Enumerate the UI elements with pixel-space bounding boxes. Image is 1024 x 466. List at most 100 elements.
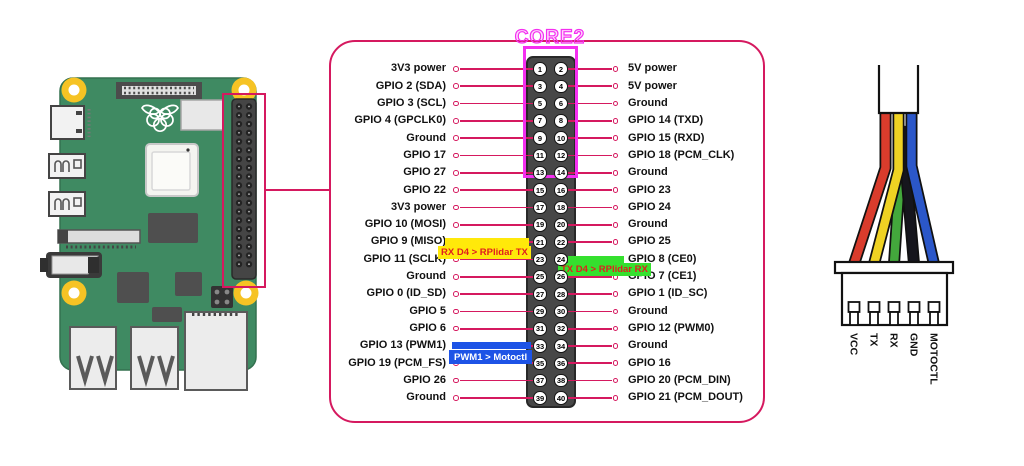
pin-label-right: 5V power [628,79,677,92]
pin-number: 22 [554,235,568,249]
mounting-hole [231,77,257,103]
leader-line [568,275,612,278]
pin-number: 21 [533,235,547,249]
pin-number: 16 [554,183,568,198]
pin-number: 32 [554,321,568,336]
leader-dot [453,308,459,315]
usb-port [130,326,179,390]
leader-dot [453,325,459,332]
leader-line [460,189,534,192]
poe-header [211,286,233,308]
jst-connector-illustration: VCC TX RX GND MOTOCTL [833,65,955,385]
wire-red [848,110,892,266]
pin-label-right: Ground [628,166,668,179]
leader-line [460,85,534,88]
pin-number: 25 [533,270,547,284]
pin-number: 39 [533,391,547,405]
annotation-bar-pwm [452,341,531,349]
leader-line [568,154,612,157]
core2-title: CORE2 [514,26,586,48]
mounting-hole [61,77,87,103]
small-chip [152,307,182,322]
leader-dot [453,170,459,176]
leader-line [568,241,612,243]
pin-number: 38 [554,373,568,388]
audio-jack [40,252,102,278]
pin-label-left: GPIO 26 [403,374,446,386]
pin-number: 3 [533,79,547,94]
eth-controller-chip [175,272,202,296]
pin-label-left: Ground [406,131,446,144]
leader-dot [612,187,619,193]
pin-label-left: GPIO 27 [403,166,446,179]
ethernet-port [184,311,248,391]
pin-number: 26 [554,270,568,284]
hdmi-port [50,105,91,140]
camera-connector [116,82,202,99]
pin-label-right: GPIO 14 (TXD) [628,114,704,127]
pin-label-left: GPIO 11 (SCLK) [363,252,446,265]
pin-number: 20 [554,218,568,232]
wire-black [898,125,920,265]
leader-line [460,137,534,140]
pin-number: 12 [554,148,568,163]
wire-blue [905,110,940,266]
leader-dot [612,152,619,159]
leader-dot [453,100,459,107]
leader-line [460,327,534,330]
leader-dot [612,66,619,72]
pin-label-left: GPIO 5 [409,304,446,317]
leader-line [460,206,534,209]
pin-number: 18 [554,200,568,215]
pin-label-left: Ground [406,270,446,283]
pin-label-left: 3V3 power [390,200,446,213]
connector-pin-label: VCC [848,333,860,356]
connector-pin-label: RX [888,333,900,348]
pin-number: 9 [533,131,547,146]
leader-line [568,379,612,382]
pin-number: 13 [533,166,547,180]
leader-dot [612,239,619,245]
pin-label-left: GPIO 9 (MISO) [370,235,446,248]
pin-label-right: Ground [628,304,668,317]
annotation-bar-miso [445,238,529,246]
leader-line [460,68,534,70]
pin-label-left: GPIO 0 (ID_SD) [366,287,446,300]
leader-dot [453,66,459,72]
pin-label-left: GPIO 22 [403,183,446,196]
pin-number: 6 [554,96,568,111]
leader-line [460,258,534,261]
ram-chip [148,213,198,243]
leader-dot [453,152,459,159]
wifi-chip [180,99,224,131]
pin-label-right: GPIO 20 (PCM_DIN) [628,374,731,386]
pin-label-right: GPIO 12 (PWM0) [628,322,715,335]
leader-dot [453,204,459,211]
leader-dot [612,291,619,297]
leader-line [460,397,534,399]
pin-label-right: GPIO 8 (CE0) [628,252,697,265]
mounting-hole [61,280,87,306]
leader-dot [453,135,459,141]
pin-label-right: GPIO 21 (PCM_DOUT) [628,391,743,404]
display-connector [57,229,141,249]
pin-label-left: GPIO 2 (SDA) [375,79,446,92]
pin-label-right: GPIO 18 (PCM_CLK) [628,148,735,161]
pin-number: 24 [554,252,568,267]
leader-line [568,102,612,105]
leader-dot [612,325,619,332]
usb-port [69,326,117,390]
pin-number: 7 [533,114,547,128]
leader-dot [612,100,619,107]
leader-line [460,102,534,105]
pin-number: 14 [554,166,568,180]
leader-dot [612,360,619,367]
